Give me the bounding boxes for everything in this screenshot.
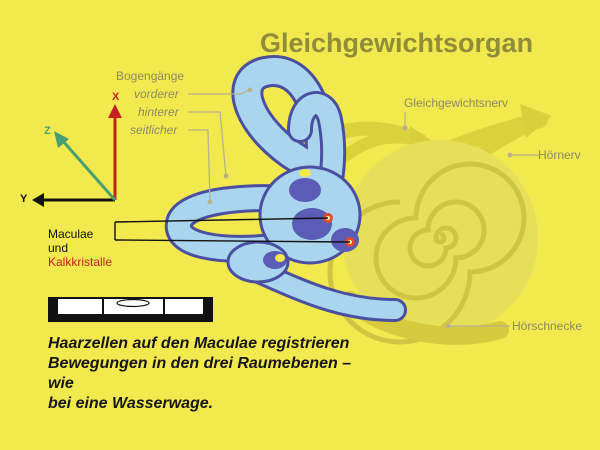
- label-hoernerv: Hörnerv: [538, 148, 581, 162]
- label-vorderer: vorderer: [134, 87, 179, 101]
- nerve-leaders: [404, 112, 540, 327]
- leader-vorderer: [188, 89, 251, 95]
- utricle: [292, 208, 332, 240]
- label-maculae: Maculae: [48, 227, 94, 241]
- hoernerv-arrow: [520, 104, 552, 138]
- ampulla: [289, 178, 321, 202]
- maculae-leaders: [114, 217, 351, 243]
- label-seitlicher: seitlicher: [130, 123, 178, 137]
- label-hoerschnecke: Hörschnecke: [512, 319, 583, 333]
- axis-label-x: X: [112, 91, 120, 103]
- vestibule: [226, 165, 362, 284]
- z-axis-line: [60, 139, 117, 201]
- axis-system: [32, 104, 122, 207]
- caption: Haarzellen auf den Maculae registrieren …: [48, 334, 378, 414]
- saccule: [331, 228, 359, 252]
- spirit-level: [48, 297, 213, 322]
- label-hinterer: hinterer: [138, 105, 179, 119]
- caption-line-2: Bewegungen in den drei Raumebenen – wie: [48, 355, 352, 392]
- label-gleichgewichtsnerv: Gleichgewichtsnerv: [404, 96, 509, 110]
- y-axis-arrow: [32, 193, 44, 207]
- caption-line-1: Haarzellen auf den Maculae registrieren: [48, 335, 350, 352]
- bogengaenge-leaders: [188, 89, 251, 203]
- axis-label-z: Z: [44, 125, 51, 137]
- z-axis-arrow: [54, 131, 69, 148]
- diagram-title: Gleichgewichtsorgan: [260, 28, 534, 58]
- label-und: und: [48, 241, 69, 255]
- x-axis-arrow: [108, 104, 122, 118]
- axis-label-y: Y: [20, 193, 28, 205]
- level-bubble: [116, 298, 150, 308]
- caption-line-3: bei eine Wasserwage.: [48, 395, 214, 412]
- label-kalkkristalle: Kalkkristalle: [48, 255, 113, 269]
- leader-hinterer: [188, 111, 227, 177]
- label-bogengaenge: Bogengänge: [116, 69, 185, 83]
- leader-seitlicher: [188, 129, 211, 203]
